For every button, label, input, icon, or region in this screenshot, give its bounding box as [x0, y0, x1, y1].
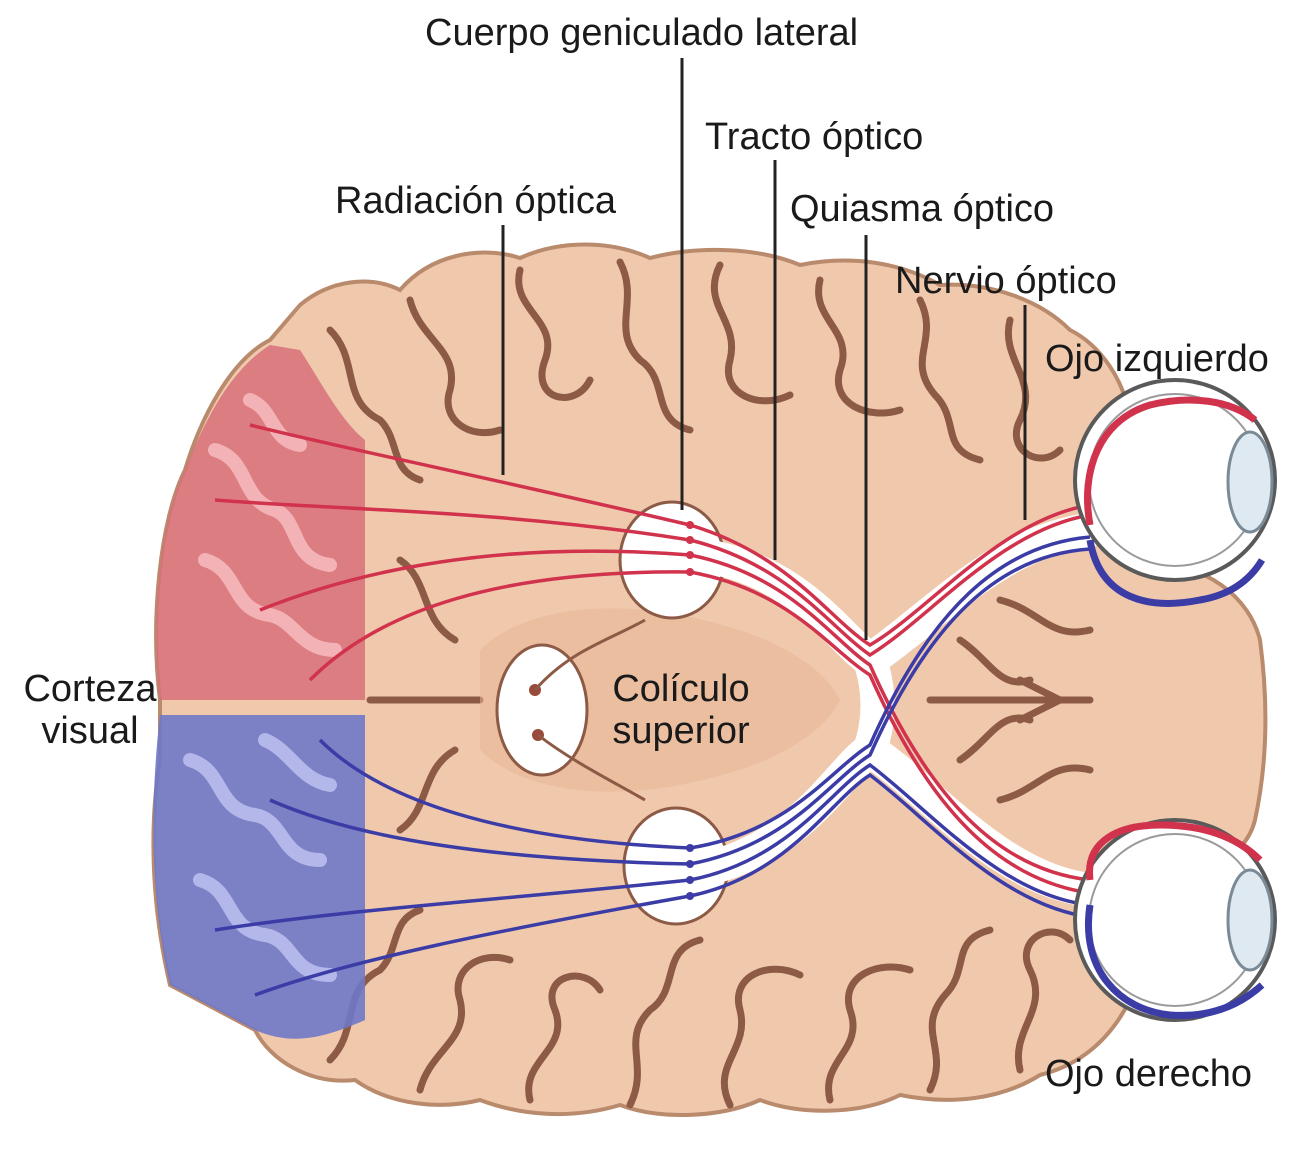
label-coliculo-superior: Colículo superior [596, 668, 766, 752]
label-tracto-optico: Tracto óptico [705, 116, 924, 158]
lgn-synapses-blue [686, 844, 694, 900]
label-corteza-line-1: Corteza [23, 668, 157, 710]
visual-cortex-red [156, 345, 365, 700]
red-pathways [214, 423, 1091, 895]
visual-cortex-red-folds [198, 393, 342, 657]
label-quiasma-optico: Quiasma óptico [790, 188, 1055, 230]
blue-path-4 [254, 772, 1091, 997]
label-nervio-optico: Nervio óptico [895, 260, 1117, 302]
visual-cortex [153, 345, 365, 1039]
label-corteza-visual: Corteza visual [10, 668, 170, 752]
blue-path-2 [269, 547, 1091, 866]
label-coliculo-line-2: superior [612, 710, 750, 752]
colliculus-body [495, 643, 589, 777]
leader-lines [501, 58, 1027, 640]
label-ojo-derecho: Ojo derecho [1045, 1053, 1253, 1095]
label-radiacion-optica: Radiación óptica [335, 180, 616, 222]
left-eye [1073, 378, 1277, 607]
label-corteza-line-2: visual [41, 710, 139, 752]
red-path-1 [249, 423, 1091, 648]
colliculus-leader-upper [533, 618, 646, 691]
sulci [326, 258, 1094, 1109]
blue-path-3 [214, 762, 1091, 932]
visual-cortex-blue-folds [183, 733, 337, 982]
label-cuerpo-geniculado: Cuerpo geniculado lateral [425, 12, 859, 54]
lgn-synapses [686, 521, 694, 576]
red-path-3 [259, 549, 1091, 882]
red-path-4 [308, 570, 1091, 895]
red-path-2 [214, 498, 1091, 658]
blue-path-1 [318, 535, 1091, 850]
right-eye [1073, 818, 1277, 1022]
blue-pathways [214, 535, 1091, 997]
colliculus-leader-lower [537, 733, 646, 802]
superior-colliculus [495, 618, 646, 802]
label-ojo-izquierdo: Ojo izquierdo [1045, 338, 1269, 380]
label-coliculo-line-1: Colículo [612, 668, 750, 710]
visual-cortex-blue [153, 715, 365, 1039]
